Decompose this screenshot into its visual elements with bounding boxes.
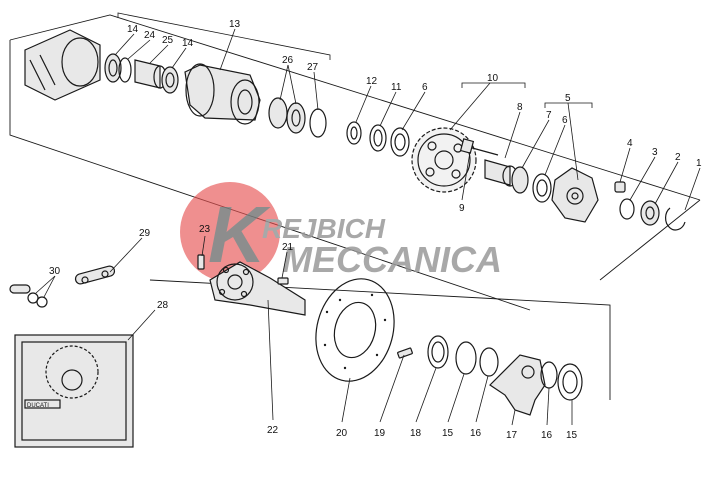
callout-15-left: 15 (442, 428, 454, 439)
rear-sprocket-9 (411, 127, 477, 193)
eccentric-hub-13 (184, 63, 261, 125)
washer-3 (619, 198, 635, 220)
callout-4: 4 (627, 138, 633, 149)
watermark-line2: MECCANICA (282, 239, 502, 280)
callout-10: 10 (487, 73, 499, 84)
callout-11: 11 (391, 82, 402, 93)
seal-11 (369, 124, 387, 152)
callout-27: 27 (307, 62, 319, 73)
seal-18 (427, 335, 449, 369)
washer-6-upper (390, 127, 410, 157)
callout-18: 18 (410, 428, 422, 439)
bearing-14-right (161, 66, 179, 94)
callout-28: 28 (157, 300, 169, 311)
callout-17: 17 (506, 430, 518, 441)
callout-20: 20 (336, 428, 348, 439)
leader-lines (35, 12, 701, 426)
callout-12: 12 (366, 76, 378, 87)
watermark-line1: REJBICH (262, 213, 386, 244)
callout-5: 5 (565, 93, 571, 104)
callout-30: 30 (49, 266, 61, 277)
callout-7: 7 (546, 110, 552, 121)
washer-15-left (455, 341, 477, 375)
bearings-26 (268, 97, 306, 134)
cover-plate-logo: DUCATI (27, 403, 49, 409)
disc-bolt-19 (397, 347, 413, 359)
callout-16-right: 16 (541, 430, 553, 441)
watermark-logo: K REJBICH MECCANICA (180, 182, 502, 282)
flange-5 (551, 167, 599, 223)
callout-29: 29 (139, 228, 151, 239)
circlip-1 (664, 207, 686, 231)
callout-numbers: 1 2 3 4 5 6 7 8 10 9 6 11 12 27 26 13 14… (49, 19, 702, 441)
callout-16-left: 16 (470, 428, 482, 439)
sprocket-carrier-housing (24, 29, 101, 101)
bolt-21 (277, 277, 289, 285)
callout-26: 26 (282, 55, 294, 66)
bearing-14-left (104, 53, 122, 83)
callout-15-right: 15 (566, 430, 578, 441)
stud-bolt (459, 138, 499, 156)
brake-disc-20 (315, 278, 395, 382)
rear-hub-shaft-22 (209, 261, 306, 316)
washer-6-lower (532, 173, 552, 203)
callout-6-lower: 6 (562, 115, 568, 126)
nut-4 (614, 181, 626, 193)
sprocket-cover-28: DUCATI (14, 334, 134, 448)
assembly-frame-upper (9, 14, 701, 311)
callout-8: 8 (517, 102, 523, 113)
callout-24: 24 (144, 30, 156, 41)
callout-14-right: 14 (182, 38, 194, 49)
callout-23: 23 (199, 224, 211, 235)
callout-21: 21 (282, 242, 294, 253)
assembly-frame-lower (149, 279, 611, 400)
watermark-circle (180, 182, 280, 282)
callout-3: 3 (652, 147, 658, 158)
callout-6-upper: 6 (422, 82, 428, 93)
nut-2 (640, 200, 660, 226)
chain-links-30 (9, 284, 48, 308)
callout-19: 19 (374, 428, 386, 439)
seal-24 (118, 57, 132, 83)
callout-13: 13 (229, 19, 241, 30)
bolt-23 (197, 254, 205, 270)
callout-2: 2 (675, 152, 681, 163)
callout-22: 22 (267, 425, 279, 436)
circlip-27 (309, 108, 327, 138)
chain-29 (74, 265, 116, 285)
washer-12 (346, 121, 362, 145)
circlip-16-left (479, 347, 499, 377)
callout-1: 1 (696, 158, 702, 169)
callout-14-left: 14 (127, 24, 139, 35)
callout-9: 9 (459, 203, 465, 214)
spacer-8 (484, 159, 518, 187)
washer-15-right (557, 363, 583, 401)
bushing-7 (511, 166, 529, 194)
spacer-25 (134, 59, 167, 89)
callout-25: 25 (162, 35, 174, 46)
caliper-bracket-17 (489, 354, 546, 416)
